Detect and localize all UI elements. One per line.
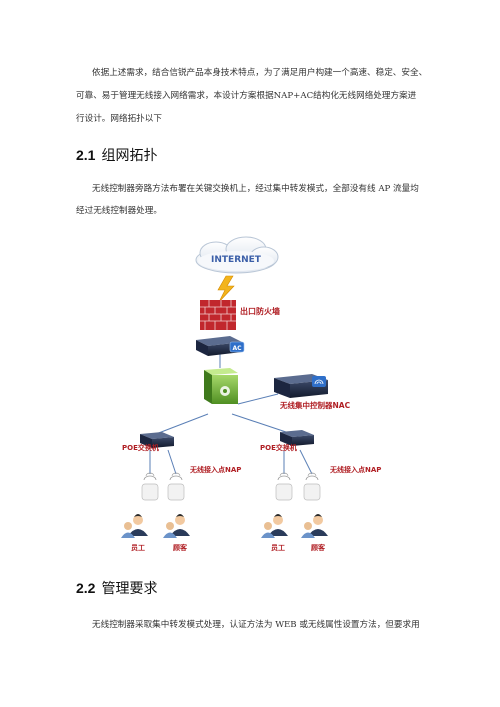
section-number: 2.2	[76, 580, 96, 596]
poe-switch-left-icon	[140, 432, 174, 448]
management-para-line-1: 无线控制器采取集中转发模式处理，认证方法为 WEB 或无线属性设置方法，但要求用	[92, 620, 420, 630]
guest-right-label: 顾客	[311, 543, 326, 552]
poe-left-text: POE交换机	[122, 443, 159, 452]
guest-left-label: 顾客	[173, 543, 188, 552]
firewall-label: 出口防火墙	[240, 306, 280, 316]
internet-cloud-icon	[195, 236, 279, 274]
nap-right-label: 无线接入点NAP	[329, 465, 381, 474]
section-heading-management: 2.2 管理要求	[76, 578, 157, 598]
access-points	[141, 472, 321, 501]
user-guest-left-icon	[163, 514, 190, 538]
section-heading-topology: 2.1 组网拓扑	[76, 145, 157, 165]
internet-label: INTERNET	[211, 255, 262, 265]
staff-right-label: 员工	[271, 543, 285, 552]
ac-badge-icon: AC	[229, 341, 245, 353]
section-title: 管理要求	[101, 581, 158, 597]
intro-line-2: 可靠、易于管理无线接入网络需求，本设计方案根据NAP+AC结构化无线网络处理方案…	[76, 91, 417, 101]
controller-label: 无线集中控制器NAC	[279, 400, 351, 410]
wireless-controller-icon	[274, 374, 328, 398]
access-point-icon	[303, 472, 321, 501]
connection-lines	[149, 346, 313, 475]
poe-right-text: POE交换机	[260, 443, 297, 452]
user-staff-left-icon	[121, 514, 148, 538]
section-title: 组网拓扑	[101, 148, 158, 164]
topology-para-line-1: 无线控制器旁路方法布署在关键交换机上，经过集中转发模式，全部没有线 AP 流量均	[92, 184, 419, 194]
access-point-icon	[275, 472, 293, 501]
firewall-icon	[200, 300, 236, 330]
lightning-icon	[217, 275, 235, 303]
intro-line-1: 依据上述需求，结合信锐产品本身技术特点，为了满足用户构建一个高速、稳定、安全、	[92, 68, 428, 78]
poe-switch-left-label: POE交换机	[122, 443, 159, 452]
topology-para-line-2: 经过无线控制器处理。	[76, 206, 162, 216]
access-point-icon	[167, 472, 185, 501]
staff-left-label: 员工	[131, 543, 145, 552]
section-number: 2.1	[76, 147, 96, 163]
core-switch-icon	[204, 368, 238, 404]
nap-left-label: 无线接入点NAP	[189, 465, 241, 474]
intro-line-3: 行设计。网络拓扑以下	[76, 114, 162, 124]
poe-switch-right-label: POE交换机	[260, 443, 297, 452]
user-guest-right-icon	[301, 514, 328, 538]
network-topology-diagram: INTERNET 出口防火墙 AC	[121, 236, 381, 552]
access-point-icon	[141, 472, 159, 501]
user-staff-right-icon	[261, 514, 288, 538]
ac-badge-label: AC	[232, 345, 242, 352]
poe-switch-right-icon	[280, 430, 314, 446]
